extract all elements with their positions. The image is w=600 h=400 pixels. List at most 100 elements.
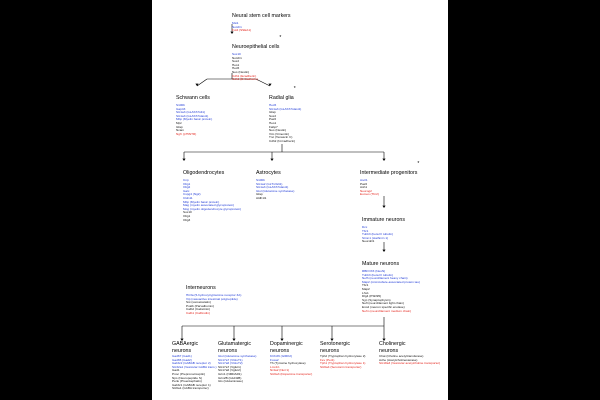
marker-item: Cspg4 (Ng2) xyxy=(183,192,201,197)
marker-item: Cnp xyxy=(183,178,189,182)
marker-item: Sox2 xyxy=(232,59,240,64)
marker-item: Sst (somatostatin) xyxy=(186,300,211,305)
node-title: Interneurons xyxy=(186,285,216,291)
marker-item: Nefm (neurofilament medium chain) xyxy=(362,308,412,313)
marker-item: Nps (Neuropeptide S) xyxy=(172,375,202,380)
marker-list: Htr3a (5-hydroxytryptamine receptor 3A)V… xyxy=(186,293,241,316)
node-title: Oligodendrocytes xyxy=(183,170,225,176)
arrowhead-ip xyxy=(382,158,386,161)
marker-item: Ache (Acetylcholinesterase) xyxy=(379,357,418,362)
node-title: Mature neurons xyxy=(362,261,400,267)
node-title-line-1: Serotonergic xyxy=(320,341,351,347)
marker-item: Syp (Synaptophysin) xyxy=(362,297,391,302)
connector-to-radial xyxy=(255,78,271,87)
marker-item: Map2 (microtubule-associated protein tau… xyxy=(362,279,420,284)
arrowhead-mature xyxy=(382,249,386,252)
arrowhead-gaba xyxy=(180,338,184,341)
marker-item: S100b xyxy=(256,178,265,182)
marker-item: Nes (Nestin) xyxy=(232,69,250,74)
marker-item: Gap43 xyxy=(176,106,186,111)
marker-item: Slc17a7 (Vglut1) xyxy=(218,364,241,369)
marker-item: Chat (Choline acetyltransferase) xyxy=(379,354,424,358)
marker-item: NeuroD1 xyxy=(362,239,375,244)
marker-item: Mog (myelin oligodendrocyte glycoprotein… xyxy=(183,206,242,211)
node-title: Schwann cells xyxy=(176,95,210,101)
marker-item: Nefh (neurofilament heavy chain) xyxy=(362,276,408,281)
marker-item: Sox10 xyxy=(183,210,192,215)
marker-list: Chat (Choline acetyltransferase)Ache (Ac… xyxy=(379,354,440,366)
marker-item: Hes5 xyxy=(232,66,240,71)
marker-item: Sox2 xyxy=(269,113,277,118)
marker-item: Slc1a3 (GLAST/Glast1) xyxy=(256,185,289,190)
node-title: Neuroepithelial cells xyxy=(232,44,280,50)
marker-list: Glul (Glutamine synthetase)Slc17a7 (VGlu… xyxy=(218,354,257,384)
marker-item: Eomes (Tbr2) xyxy=(360,192,379,197)
marker-item: S100b xyxy=(176,103,185,107)
marker-item: Foxa2 xyxy=(270,357,279,362)
marker-item: Mag (myelin associated glycoprotein) xyxy=(183,203,235,208)
marker-item: RBFOX3 (NeuN) xyxy=(362,269,386,273)
arrowhead-dopa xyxy=(280,338,284,341)
marker-item: Tnc (Tenascin C) xyxy=(269,135,293,140)
marker-item: Gad65 (Gad2) xyxy=(172,357,192,362)
marker-item: Penk (Proenkephalin) xyxy=(172,379,202,384)
marker-item: Calb2 (Calretinin) xyxy=(186,307,211,312)
marker-item: Mbp (Myelin basic protein) xyxy=(183,199,220,204)
marker-item: Tph2 (Tryptophan hydroxylase 2) xyxy=(320,354,366,358)
marker-item: Ash1 xyxy=(360,185,368,190)
marker-item: Nefl (neurofilament light chain) xyxy=(362,301,404,306)
arrowhead-oligo xyxy=(182,158,186,161)
star-mark: * xyxy=(417,161,420,167)
marker-item: Gfap xyxy=(269,110,276,115)
marker-item: Hes1 xyxy=(232,62,240,67)
marker-item: Slc17a6 (Vglut2) xyxy=(218,368,241,373)
marker-item: Notch1 xyxy=(232,55,242,60)
node-title-line-1: Cholinergic xyxy=(379,341,406,347)
marker-item: Tph1 (Tryptophan hydroxylase 1) xyxy=(320,361,366,366)
marker-item: Nr4a2 (Nurr1) xyxy=(270,368,290,373)
marker-item: Fev (Pet1) xyxy=(320,357,335,362)
node-glutamatergic-neurons: Glutamatergic neurons Glul (Glutamine sy… xyxy=(218,341,256,384)
connector-lines xyxy=(180,24,386,341)
marker-item: Gabbr2 (GABAB receptor 2) xyxy=(172,361,211,366)
marker-item: Vip (vasoactive intestinal polypeptide) xyxy=(186,296,238,301)
node-title: Immature neurons xyxy=(362,217,405,223)
arrowhead-glut xyxy=(232,338,236,341)
marker-item: Slc1a3 (GLAST/Glast1) xyxy=(176,113,209,118)
marker-item: Tubb3 (beta III tubulin) xyxy=(362,232,394,237)
marker-item: Glul (Glutamine synthetase) xyxy=(256,188,295,193)
marker-item: Cldn11 xyxy=(183,195,193,200)
node-title: Intermediate progenitors xyxy=(360,170,418,176)
marker-item: Glul (Glutamine synthetase) xyxy=(218,354,257,358)
marker-item: Hes1 xyxy=(269,120,277,125)
node-title-line-1: Dopaminergic xyxy=(270,341,303,347)
node-mature-neurons: Mature neurons RBFOX3 (NeuN)Tubb3 (beta … xyxy=(362,252,420,313)
marker-list: Gad67 (Gad1)Gad65 (Gad2)Gabbr2 (GABAB re… xyxy=(172,354,217,391)
marker-item: Neurog2 xyxy=(360,188,372,193)
marker-item: Ascl1 xyxy=(360,178,368,182)
node-title-line-1: GABAergic xyxy=(172,341,199,347)
marker-item: Gad1 xyxy=(172,368,180,373)
node-title-line-1: Glutamatergic xyxy=(218,341,251,347)
node-cholinergic-neurons: Cholinergic neurons Chat (Choline acetyl… xyxy=(379,341,440,366)
marker-item: Map2 xyxy=(362,286,370,291)
marker-item: Aldh1l1 xyxy=(256,195,267,200)
node-title-line-2: neurons xyxy=(218,348,238,354)
node-serotonergic-neurons: Serotonergic neurons Tph2 (Tryptophan hy… xyxy=(320,341,365,369)
marker-item: Slc1a3 (GLAST/Glast1) xyxy=(269,106,302,111)
node-title: Neural stem cell markers xyxy=(232,13,291,19)
